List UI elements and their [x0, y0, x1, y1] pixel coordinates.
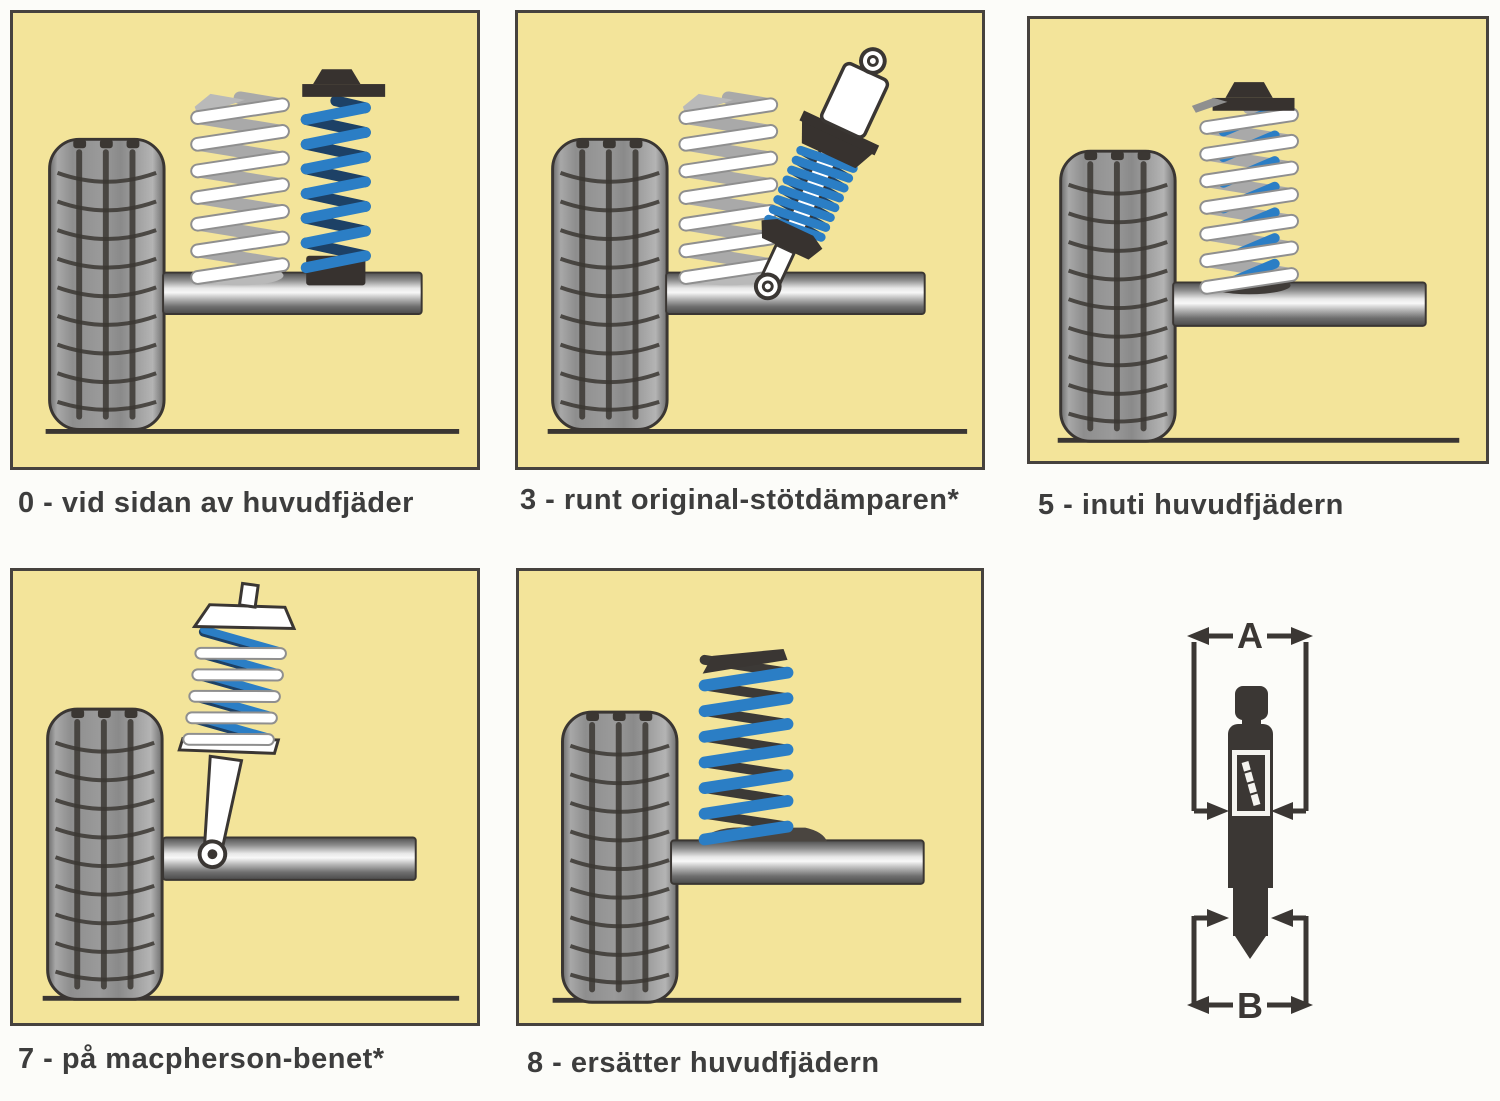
shock-dimension-figure: A B [1163, 598, 1343, 1028]
panel-0-caption: 0 - vid sidan av huvudfjäder [18, 487, 414, 519]
main-spring-front-coils [1201, 109, 1297, 293]
macpherson-strut [177, 581, 297, 870]
panel-0-canvas [45, 69, 460, 434]
spring-top-end [702, 648, 788, 674]
panel-5-canvas [1057, 82, 1460, 444]
panel-8-caption: 8 - ersätter huvudfjädern [527, 1047, 880, 1079]
panel-5-inside-main-spring [1027, 16, 1489, 464]
dimension-canvas: A B [1187, 615, 1313, 1026]
tire [45, 707, 165, 1002]
dimension-bracket-b: B [1187, 909, 1313, 1026]
top-mount-plate [191, 603, 297, 631]
upper-flange [799, 110, 880, 156]
tire [47, 137, 167, 432]
panel-7-caption: 7 - på macpherson-benet* [18, 1043, 385, 1075]
axle [670, 839, 925, 885]
strut-spring [182, 625, 287, 746]
panel-8-replaces-main-spring [516, 568, 984, 1026]
strut-body [202, 754, 244, 852]
dimension-label-a: A [1237, 615, 1263, 656]
combined-spring [1199, 101, 1299, 295]
panel-7-macpherson-strut [10, 568, 480, 1026]
main-spring [195, 94, 284, 285]
panel-5-caption: 5 - inuti huvudfjädern [1038, 489, 1344, 521]
top-mount-stem [237, 581, 260, 609]
panel-8-canvas [552, 648, 962, 1005]
panel-3-canvas [547, 47, 968, 434]
coilover-shock-absorber [753, 47, 890, 301]
spring-top-cap [1191, 82, 1295, 113]
tire [1058, 149, 1178, 444]
top-eyelet [859, 47, 887, 75]
panel-0-beside-main-spring [10, 10, 480, 470]
panel-7-canvas [42, 581, 460, 1002]
shock-label-window [1232, 750, 1270, 816]
tire [560, 710, 679, 1005]
helper-spring [698, 654, 794, 846]
tire [550, 137, 670, 432]
main-spring-back-coils [1200, 101, 1298, 281]
bottom-eyelet [753, 272, 782, 301]
upper-collar [801, 119, 874, 169]
shock-absorber-silhouette [1228, 686, 1273, 959]
helper-spring [306, 101, 365, 268]
dimension-bracket-a: A [1187, 615, 1313, 820]
axle [162, 836, 417, 881]
lower-collar [761, 219, 823, 260]
panel-3-around-original-shock [515, 10, 985, 470]
panel-3-caption: 3 - runt original-stötdämparen* [520, 484, 960, 516]
helper-spring-top-cap [302, 69, 386, 97]
dimension-label-b: B [1237, 985, 1263, 1026]
main-spring [683, 94, 772, 285]
